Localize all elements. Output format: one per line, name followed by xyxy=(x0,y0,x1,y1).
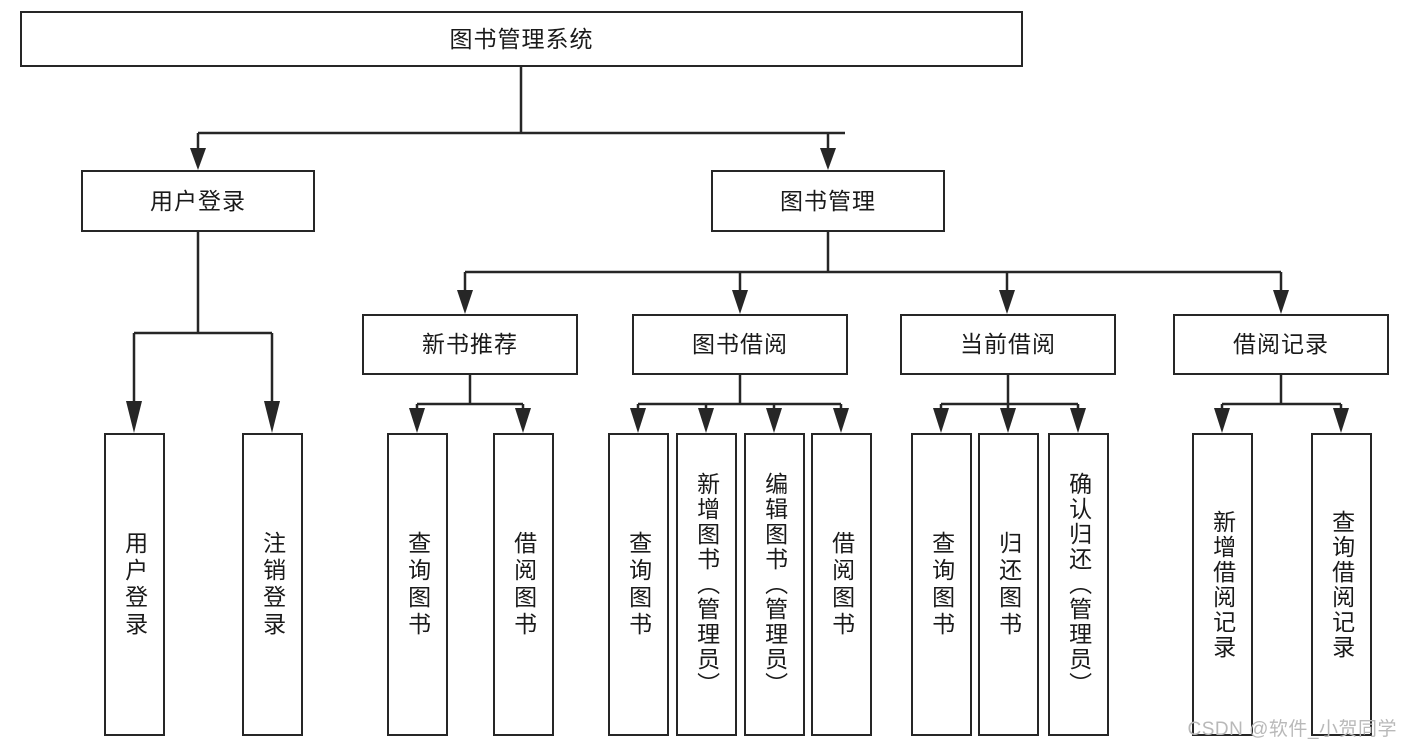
node-book-borrow[interactable]: 图书借阅 xyxy=(632,314,848,375)
node-leaf-borrow-book-2-label: 借阅图书 xyxy=(828,530,855,639)
node-leaf-query-book-3[interactable]: 查询图书 xyxy=(911,433,972,736)
node-new-book-recommend[interactable]: 新书推荐 xyxy=(362,314,578,375)
node-user-login[interactable]: 用户登录 xyxy=(81,170,315,232)
node-leaf-edit-book-label: 编辑图书（管理员） xyxy=(761,472,788,697)
watermark-text: CSDN @软件_小贺同学 xyxy=(1187,719,1397,740)
node-borrow-record-label: 借阅记录 xyxy=(1233,331,1329,358)
node-leaf-confirm-return[interactable]: 确认归还（管理员） xyxy=(1048,433,1109,736)
node-leaf-query-book-1[interactable]: 查询图书 xyxy=(387,433,448,736)
node-leaf-logout-login[interactable]: 注销登录 xyxy=(242,433,303,736)
node-leaf-borrow-book-1[interactable]: 借阅图书 xyxy=(493,433,554,736)
node-root[interactable]: 图书管理系统 xyxy=(20,11,1023,67)
node-new-book-recommend-label: 新书推荐 xyxy=(422,331,518,358)
node-leaf-query-book-2-label: 查询图书 xyxy=(625,530,652,639)
node-leaf-confirm-return-label: 确认归还（管理员） xyxy=(1065,472,1092,697)
node-book-management[interactable]: 图书管理 xyxy=(711,170,945,232)
node-leaf-query-book-1-label: 查询图书 xyxy=(404,530,431,639)
node-leaf-return-book[interactable]: 归还图书 xyxy=(978,433,1039,736)
node-leaf-add-record-label: 新增借阅记录 xyxy=(1209,509,1236,660)
node-leaf-borrow-book-1-label: 借阅图书 xyxy=(510,530,537,639)
node-book-borrow-label: 图书借阅 xyxy=(692,331,788,358)
node-leaf-user-login-label: 用户登录 xyxy=(121,530,148,639)
node-current-borrow-label: 当前借阅 xyxy=(960,331,1056,358)
node-current-borrow[interactable]: 当前借阅 xyxy=(900,314,1116,375)
node-leaf-query-record-label: 查询借阅记录 xyxy=(1328,509,1355,660)
node-leaf-add-book-label: 新增图书（管理员） xyxy=(693,472,720,697)
node-book-management-label: 图书管理 xyxy=(780,187,876,214)
node-leaf-query-book-2[interactable]: 查询图书 xyxy=(608,433,669,736)
node-leaf-edit-book[interactable]: 编辑图书（管理员） xyxy=(744,433,805,736)
node-leaf-query-record[interactable]: 查询借阅记录 xyxy=(1311,433,1372,736)
node-leaf-add-record[interactable]: 新增借阅记录 xyxy=(1192,433,1253,736)
node-leaf-borrow-book-2[interactable]: 借阅图书 xyxy=(811,433,872,736)
node-leaf-user-login[interactable]: 用户登录 xyxy=(104,433,165,736)
node-borrow-record[interactable]: 借阅记录 xyxy=(1173,314,1389,375)
node-user-login-label: 用户登录 xyxy=(150,187,246,214)
node-leaf-add-book[interactable]: 新增图书（管理员） xyxy=(676,433,737,736)
node-leaf-return-book-label: 归还图书 xyxy=(995,530,1022,639)
node-leaf-logout-login-label: 注销登录 xyxy=(259,530,286,639)
node-root-label: 图书管理系统 xyxy=(449,25,594,52)
node-leaf-query-book-3-label: 查询图书 xyxy=(928,530,955,639)
